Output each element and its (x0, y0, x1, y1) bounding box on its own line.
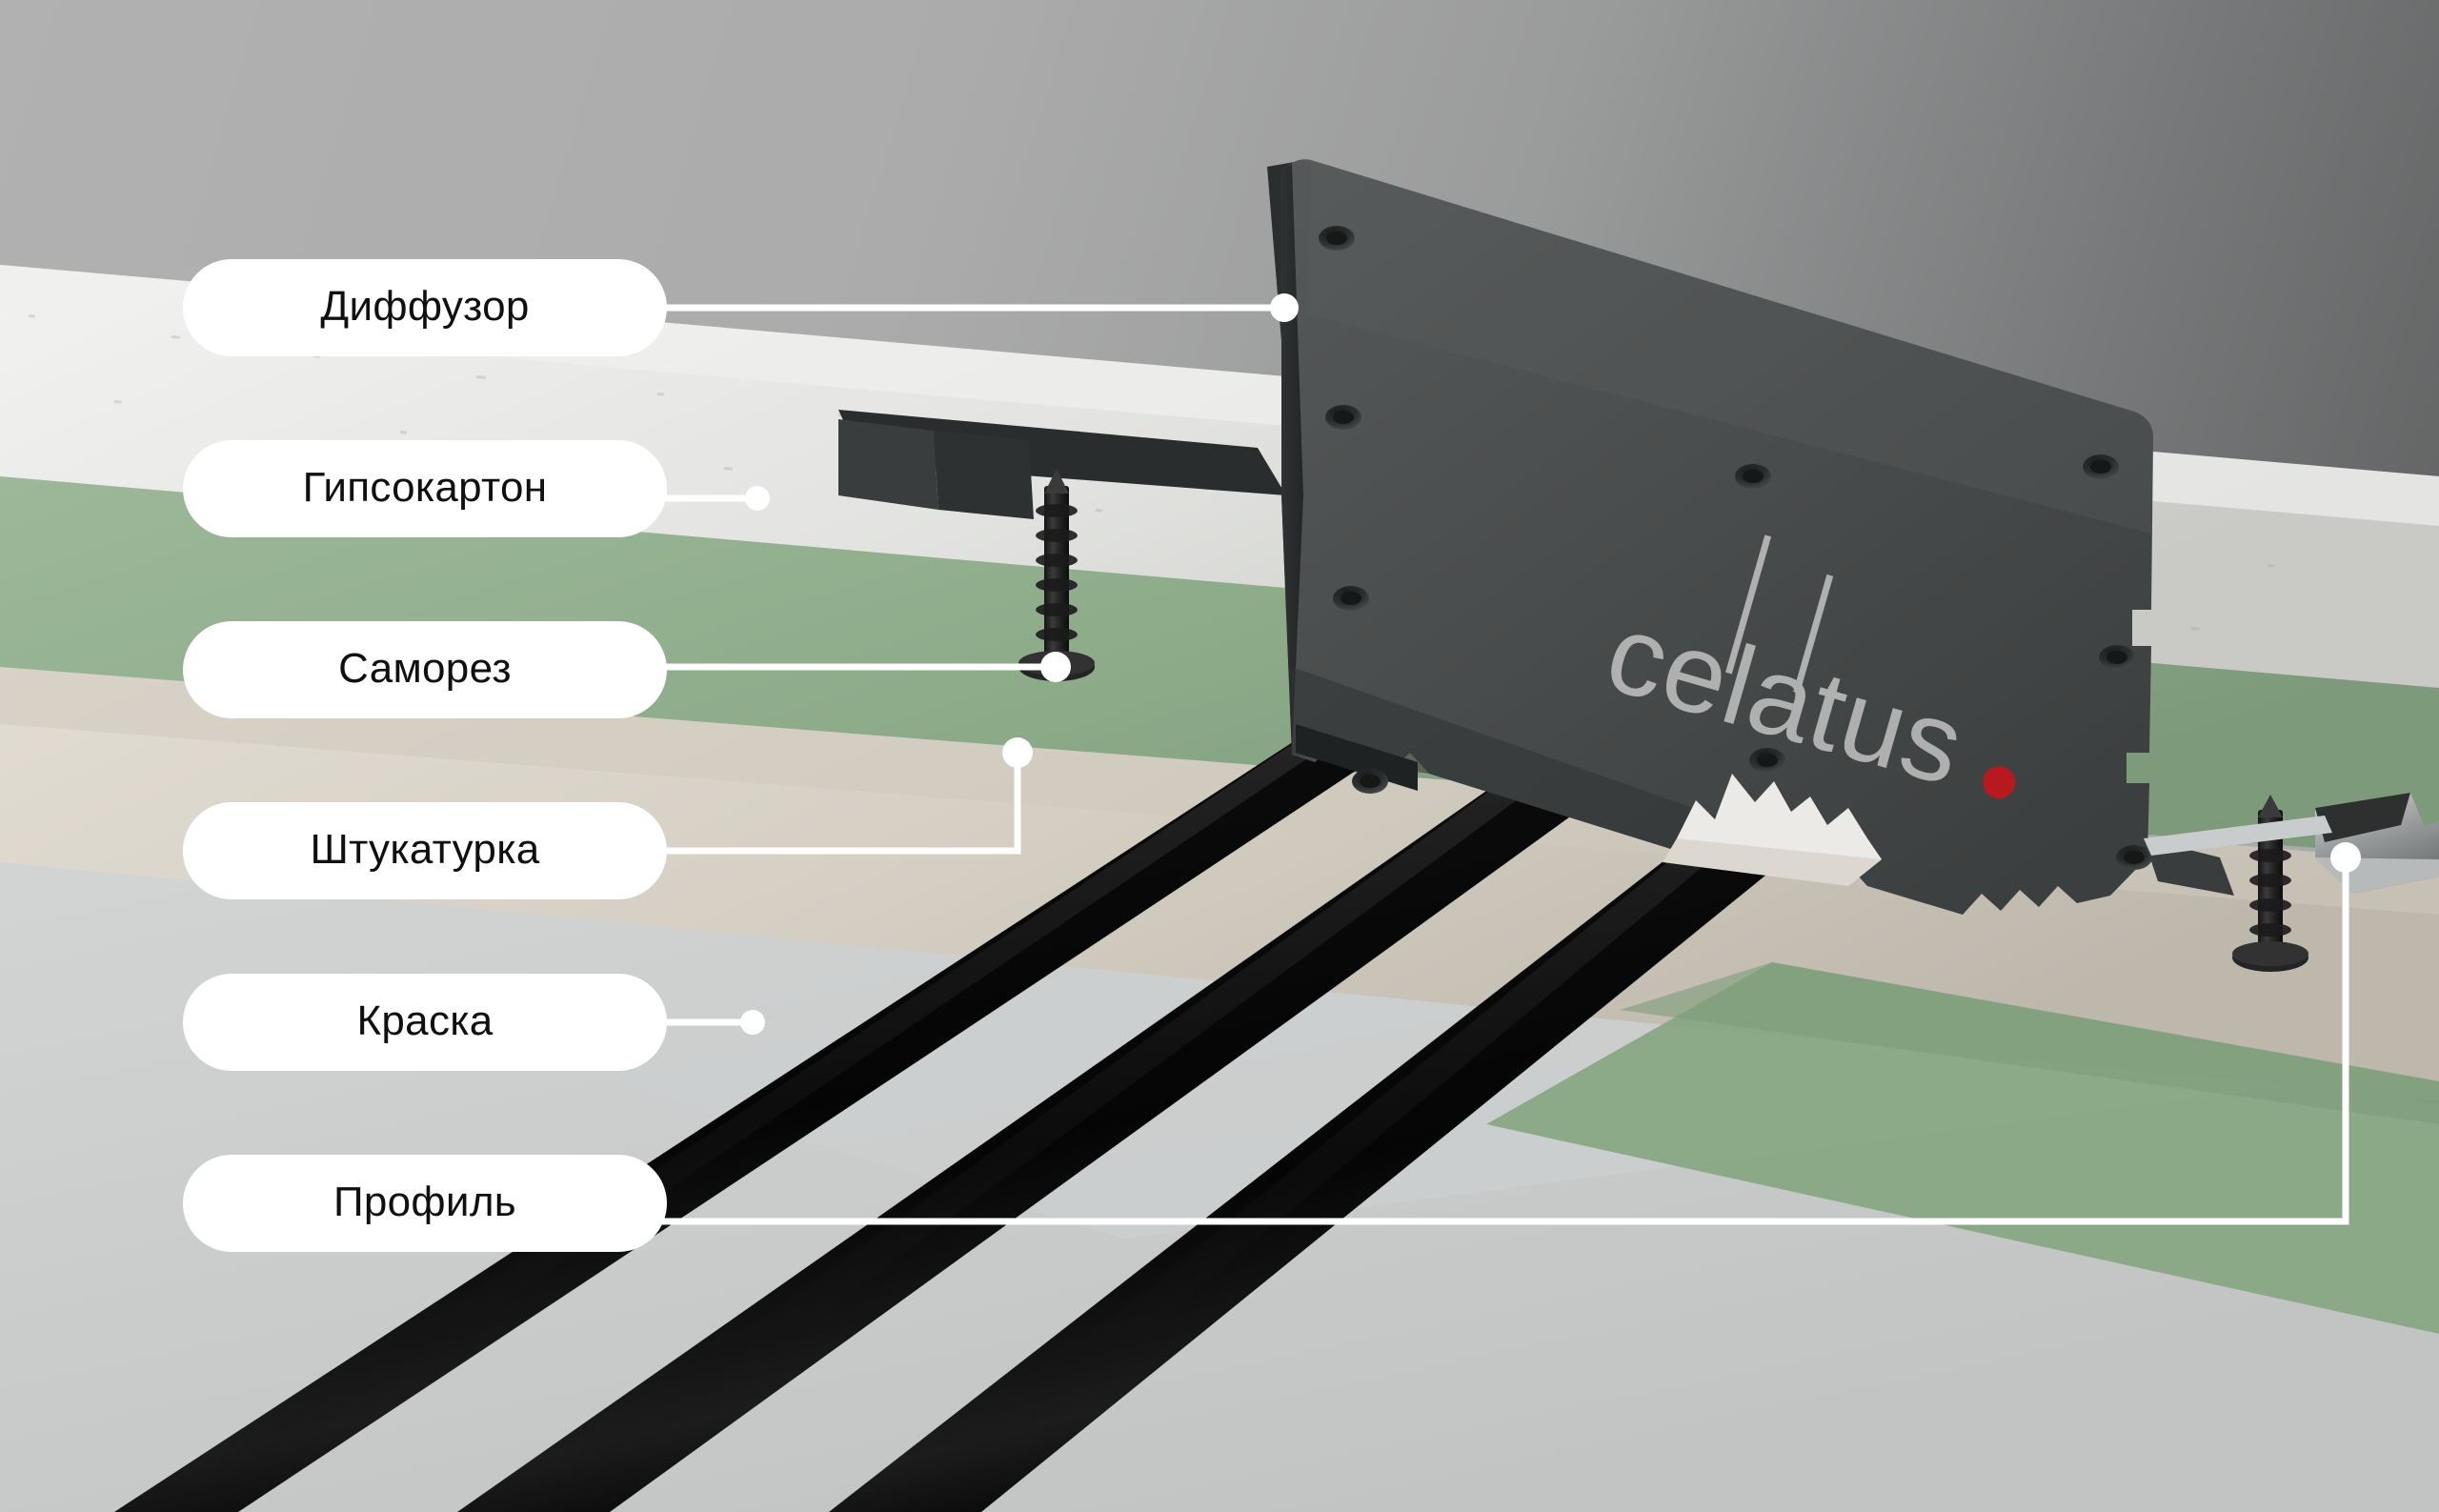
label-drywall[interactable]: Гипсокартон (183, 440, 667, 537)
leader-dot-drywall (745, 486, 770, 511)
label-screw-text: Саморез (338, 645, 512, 692)
diffuser-rails (114, 672, 1867, 1512)
label-profile[interactable]: Профиль (183, 1155, 667, 1252)
leader-dot-paint (740, 1010, 765, 1035)
leader-dot-screw (1040, 652, 1071, 682)
mounting-bracket (838, 159, 2234, 915)
label-screw[interactable]: Саморез (183, 621, 667, 718)
leader-dot-diffuser (1270, 293, 1299, 322)
plaster-sawtooth-edge (1663, 774, 1882, 886)
leader-profile (657, 862, 2349, 1225)
label-paint[interactable]: Краска (183, 974, 667, 1071)
label-profile-text: Профиль (333, 1179, 517, 1225)
leader-dot-profile (2330, 842, 2361, 873)
label-plaster-text: Штукатурка (310, 826, 540, 873)
leader-plaster (657, 760, 1021, 855)
label-diffuser[interactable]: Диффузор (183, 259, 667, 356)
leader-dot-plaster (1002, 737, 1033, 768)
label-paint-text: Краска (356, 998, 494, 1044)
label-diffuser-text: Диффузор (320, 283, 530, 330)
label-drywall-text: Гипсокартон (302, 464, 548, 511)
label-plaster[interactable]: Штукатурка (183, 802, 667, 899)
bracket-screw-holes (1319, 226, 2152, 870)
